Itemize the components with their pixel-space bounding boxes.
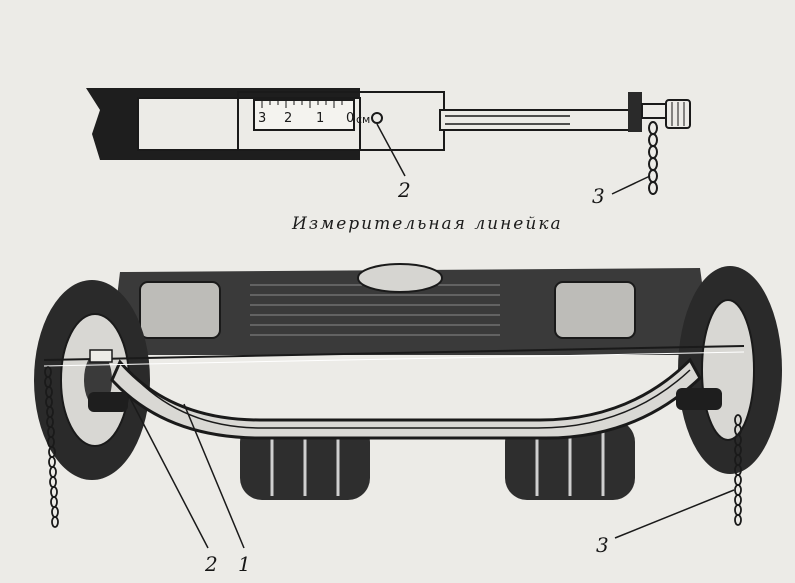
ruler-number-2: 2 (284, 111, 293, 126)
callout-bottom-3: 3 (596, 533, 609, 557)
chain-left (44, 366, 59, 528)
right-wheel (678, 266, 782, 474)
measuring-ruler-illustration (86, 88, 691, 195)
ruler-ticks (261, 100, 343, 108)
ruler-unit: см (356, 113, 371, 126)
ruler-number-3: 3 (258, 111, 267, 126)
chain-right (734, 414, 742, 526)
ruler-number-0: 0 (346, 111, 355, 126)
callout-top-2: 2 (398, 178, 411, 202)
callout-bottom-1: 1 (238, 552, 251, 576)
measuring-line (43, 345, 745, 361)
callout-bottom-2: 2 (205, 552, 218, 576)
front-axle-beam (110, 357, 702, 440)
callout-top-3: 3 (592, 184, 605, 208)
caption-measuring-ruler: Измерительная линейка (292, 214, 563, 234)
ruler-number-1: 1 (316, 111, 325, 126)
